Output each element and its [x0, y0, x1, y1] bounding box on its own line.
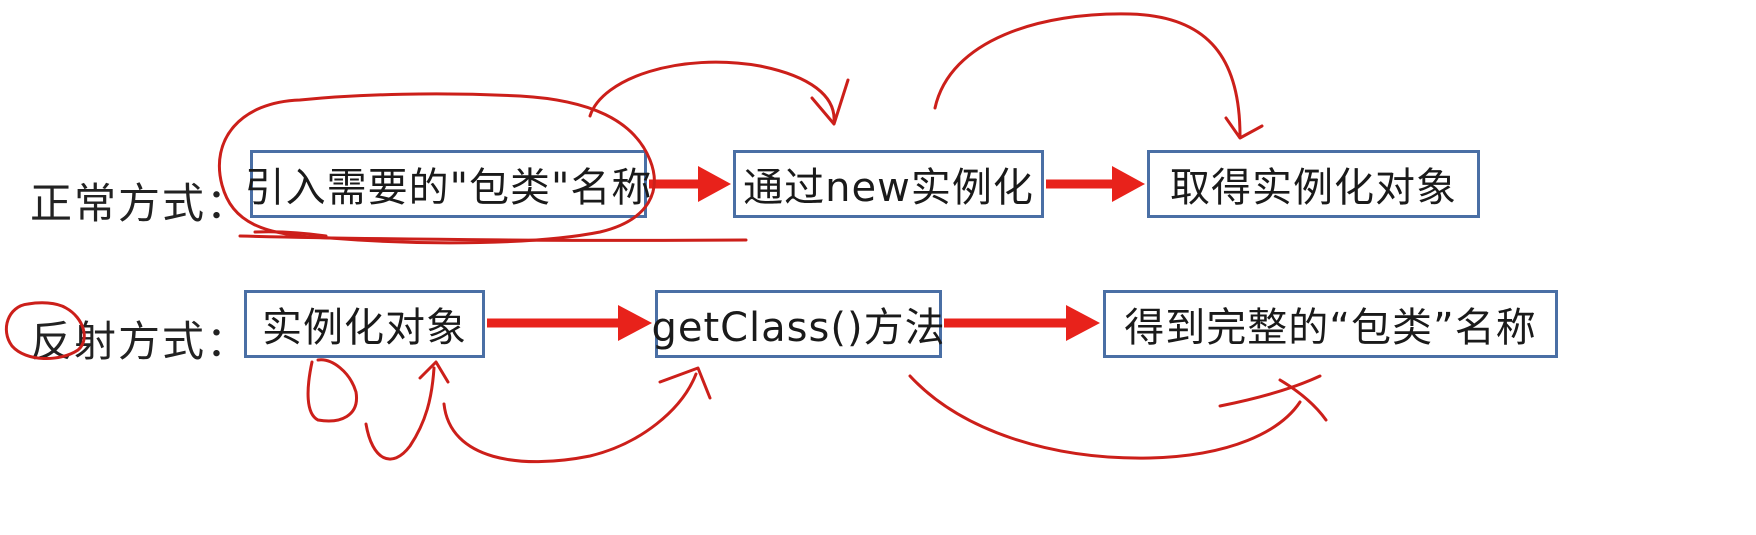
annotation-curve-to-getclass [442, 372, 698, 464]
annotation-underline-small [253, 230, 328, 238]
arrow-new-to-instance-head [1112, 166, 1145, 202]
step-import-package-name: 引入需要的"包类"名称 [245, 150, 651, 218]
arrow-import-to-new-head [698, 166, 731, 202]
annotation-curve-to-new [588, 60, 836, 124]
step-new-instantiate: 通过new实例化 [733, 150, 1044, 218]
annotation-curve-to-instance-head [1224, 116, 1264, 140]
annotation-curve-back-to-instance [364, 366, 436, 461]
handwritten-annotations [4, 12, 1328, 464]
step-instance-object: 实例化对象 [244, 290, 485, 358]
annotation-underline [238, 234, 748, 242]
row-label-reflection: 反射方式： [30, 317, 251, 366]
step-full-package-name: 得到完整的“包类”名称 [1103, 290, 1558, 358]
arrow-getclass-to-fullname-head [1066, 305, 1100, 341]
annotation-loop-instance [306, 358, 358, 423]
step-get-instance: 取得实例化对象 [1147, 150, 1480, 218]
row-label-normal: 正常方式： [30, 179, 251, 228]
annotation-cross-mark-1 [1218, 374, 1322, 408]
arrow-instance-to-getclass-head [618, 305, 652, 341]
annotation-curve-to-instance [933, 12, 1242, 138]
annotation-cross-mark-2 [1278, 378, 1328, 422]
annotation-curve-to-getclass-head [658, 366, 712, 400]
annotation-curve-to-crossed [908, 374, 1302, 460]
annotation-curve-to-new-head [810, 78, 850, 126]
step-getclass-method: getClass()方法 [651, 290, 945, 358]
annotation-curve-back-to-instance-head [418, 360, 450, 384]
